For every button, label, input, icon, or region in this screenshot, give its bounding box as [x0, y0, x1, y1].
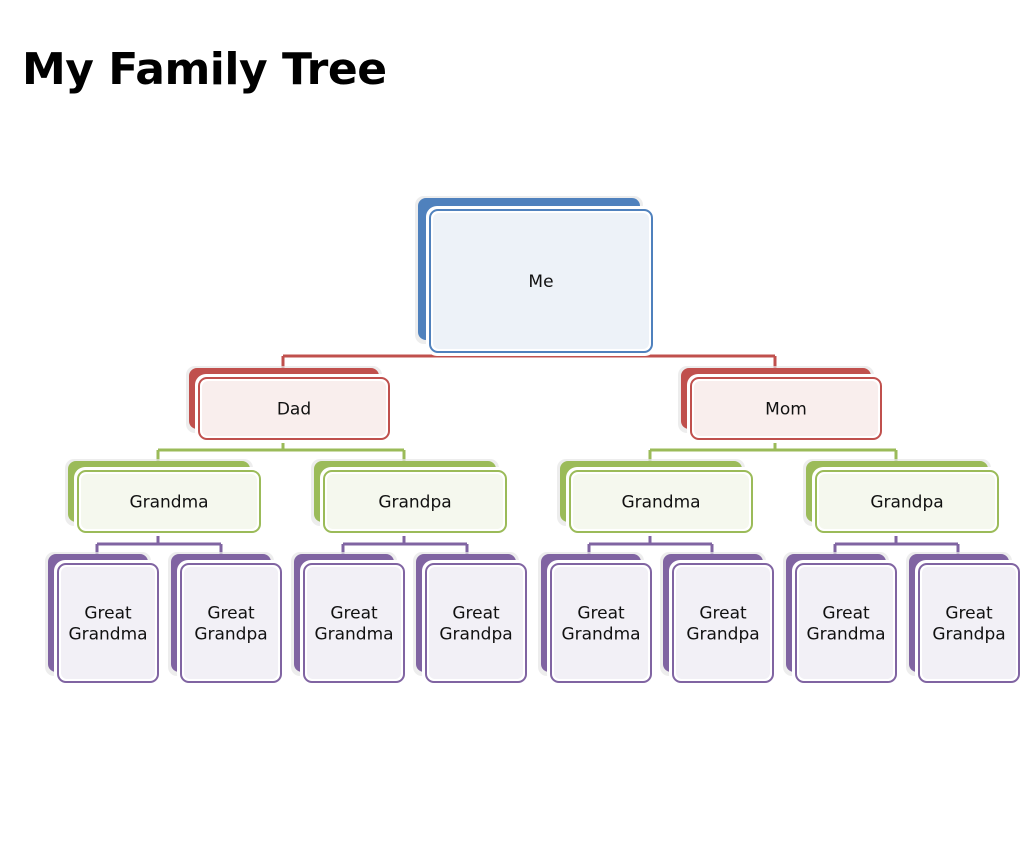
node-grandparent-1-grandma-label: Grandma: [129, 492, 208, 512]
node-me-label: Me: [528, 272, 553, 292]
node-grandparent-4-grandpa: Grandpa: [803, 459, 1002, 536]
node-grandparent-1-grandma: Grandma: [65, 459, 264, 536]
node-grandparent-2-grandpa-label: Grandpa: [378, 492, 451, 512]
node-parent-mom-label: Mom: [765, 399, 807, 419]
node-parent-dad-label: Dad: [277, 399, 311, 419]
node-grandparent-2-grandpa: Grandpa: [311, 459, 510, 536]
node-grandparent-3-grandma: Grandma: [557, 459, 756, 536]
node-parent-dad: Dad: [186, 366, 393, 443]
page-title: My Family Tree: [22, 44, 387, 95]
node-me: Me: [415, 196, 656, 356]
node-grandparent-3-grandma-label: Grandma: [621, 492, 700, 512]
node-grandparent-4-grandpa-label: Grandpa: [870, 492, 943, 512]
node-parent-mom: Mom: [678, 366, 885, 443]
